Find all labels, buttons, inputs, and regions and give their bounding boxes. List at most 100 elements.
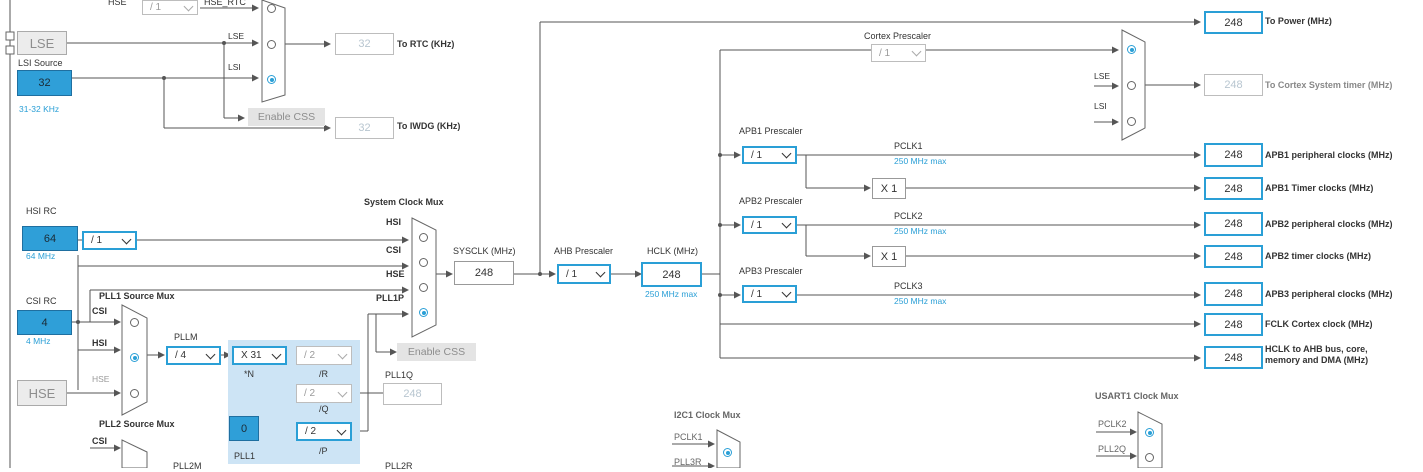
usart1-mux-radio-pclk2[interactable] [1145,428,1154,437]
enable-css-top-button[interactable]: Enable CSS [248,108,325,126]
rtc-mux-lse-label: LSE [228,31,245,41]
pllm-select[interactable]: / 4 [166,346,221,365]
rtc-mux-radio-lse[interactable] [267,40,276,49]
pll1-title: PLL1 [234,451,256,461]
apb1-prescaler-label: APB1 Prescaler [739,126,803,136]
hsi-freq: 64 MHz [26,251,56,261]
pll2m-label: PLL2M [173,461,202,471]
rtc-mux-lsi-label: LSI [228,62,241,72]
chevron-down-icon [781,148,792,159]
apb2-timer-mult: X 1 [872,246,906,267]
hsi-rc-value: 64 [22,226,78,251]
i2c1-mux-radio-pclk1[interactable] [723,448,732,457]
lsi-source-value[interactable]: 32 [17,70,72,96]
cortex-mux-radio-lsi[interactable] [1127,117,1136,126]
hclk-ahb-label-line2: memory and DMA (MHz) [1265,355,1369,365]
pll1-n-select[interactable]: X 31 [232,346,287,365]
apb1-timer-mult: X 1 [872,178,906,199]
pllm-label: PLLM [174,332,198,342]
pll1-q-select[interactable]: / 2 [296,384,352,403]
sysclk-mux-csi-label: CSI [386,245,402,255]
pll1-mux-hsi-label: HSI [92,338,108,348]
csi-rc-title: CSI RC [26,296,57,306]
sysclk-value: 248 [454,261,514,285]
pclk3-max: 250 MHz max [894,296,947,306]
pll1-mux-radio-csi[interactable] [130,318,139,327]
pll1-r-select[interactable]: / 2 [296,346,352,365]
cortex-mux-radio-hclk[interactable] [1127,45,1136,54]
lsi-source-title: LSI Source [18,58,63,68]
ahb-prescaler-label: AHB Prescaler [554,246,614,256]
apb1-periph-output: 248 [1204,143,1263,167]
sysclk-mux-hsi-label: HSI [386,217,402,227]
pll1-q-value: / 2 [304,388,316,399]
apb3-periph-label: APB3 peripheral clocks (MHz) [1265,289,1393,299]
chevron-down-icon [271,349,282,359]
hclk-ahb-output: 248 [1204,346,1263,369]
pclk1-label: PCLK1 [894,141,923,151]
hse-source[interactable]: HSE [17,380,67,406]
apb2-prescaler-value: / 1 [751,219,763,231]
hclk-max: 250 MHz max [645,289,698,299]
chevron-down-icon [337,349,348,359]
i2c1-clock-mux-title: I2C1 Clock Mux [674,410,741,420]
usart1-clock-mux-title: USART1 Clock Mux [1095,391,1179,401]
i2c1-mux-pll3r-label: PLL3R [674,457,702,467]
apb3-prescaler-value: / 1 [751,288,763,300]
cortex-prescaler-value: / 1 [879,47,891,59]
sysclk-mux-radio-pll1p[interactable] [419,308,428,317]
rtc-mux-radio-lsi[interactable] [267,75,276,84]
pclk3-label: PCLK3 [894,281,923,291]
pll1-p-label: /P [319,446,328,456]
hsi-div-select[interactable]: / 1 [82,231,137,250]
pll1-frac-value[interactable]: 0 [229,416,259,441]
pll1-n-label: *N [244,369,255,379]
pll1-mux-csi-label: CSI [92,306,108,316]
rtc-mux-radio-hse[interactable] [267,4,276,13]
hclk-input[interactable]: 248 [641,262,702,287]
sysclk-label: SYSCLK (MHz) [453,246,516,256]
pll1-n-value: X 31 [241,350,262,361]
chevron-down-icon [337,387,348,397]
top-hse-div-select[interactable]: / 1 [142,0,198,15]
rtc-output-label: To RTC (KHz) [397,39,455,49]
chevron-down-icon [911,46,922,57]
pll1p-label: PLL1P [376,293,405,303]
apb3-prescaler-select[interactable]: / 1 [742,285,797,303]
apb3-prescaler-label: APB3 Prescaler [739,266,803,276]
apb1-periph-label: APB1 peripheral clocks (MHz) [1265,150,1393,160]
iwdg-output-label: To IWDG (KHz) [397,121,461,131]
power-output: 248 [1204,11,1263,34]
lse-source[interactable]: LSE [17,31,67,55]
pll1-p-select[interactable]: / 2 [296,422,352,441]
cortex-mux-radio-lse[interactable] [1127,81,1136,90]
sysclk-mux-radio-hsi[interactable] [419,233,428,242]
sysclk-mux-radio-csi[interactable] [419,258,428,267]
cortex-mux-lse-label: LSE [1094,71,1111,81]
csi-rc-value: 4 [17,310,72,335]
pll1q-output: 248 [383,383,442,405]
ahb-prescaler-select[interactable]: / 1 [557,264,611,284]
pll2r-label: PLL2R [385,461,413,471]
apb1-timer-label: APB1 Timer clocks (MHz) [1265,183,1374,193]
apb1-prescaler-value: / 1 [751,149,763,161]
pclk2-label: PCLK2 [894,211,923,221]
pllm-value: / 4 [175,350,187,361]
cortex-prescaler-select[interactable]: / 1 [871,44,926,62]
pll1-source-mux-title: PLL1 Source Mux [99,291,175,301]
top-hse-div-value: / 1 [150,2,162,13]
usart1-mux-pll2q-label: PLL2Q [1098,444,1127,454]
enable-css-sysclk-button[interactable]: Enable CSS [397,343,476,361]
top-hse-label: HSE [108,0,127,7]
pll1-mux-radio-hse[interactable] [130,389,139,398]
usart1-mux-radio-pll2q[interactable] [1145,453,1154,462]
apb1-prescaler-select[interactable]: / 1 [742,146,797,164]
hse-rtc-label: HSE_RTC [204,0,246,7]
apb2-prescaler-select[interactable]: / 1 [742,216,797,234]
sysclk-mux-hse-label: HSE [386,269,405,279]
pll1q-label: PLL1Q [385,370,414,380]
pll1-mux-radio-hsi[interactable] [130,353,139,362]
sysclk-mux-radio-hse[interactable] [419,283,428,292]
i2c1-mux-pclk1-label: PCLK1 [674,432,703,442]
rtc-output: 32 [335,33,394,55]
